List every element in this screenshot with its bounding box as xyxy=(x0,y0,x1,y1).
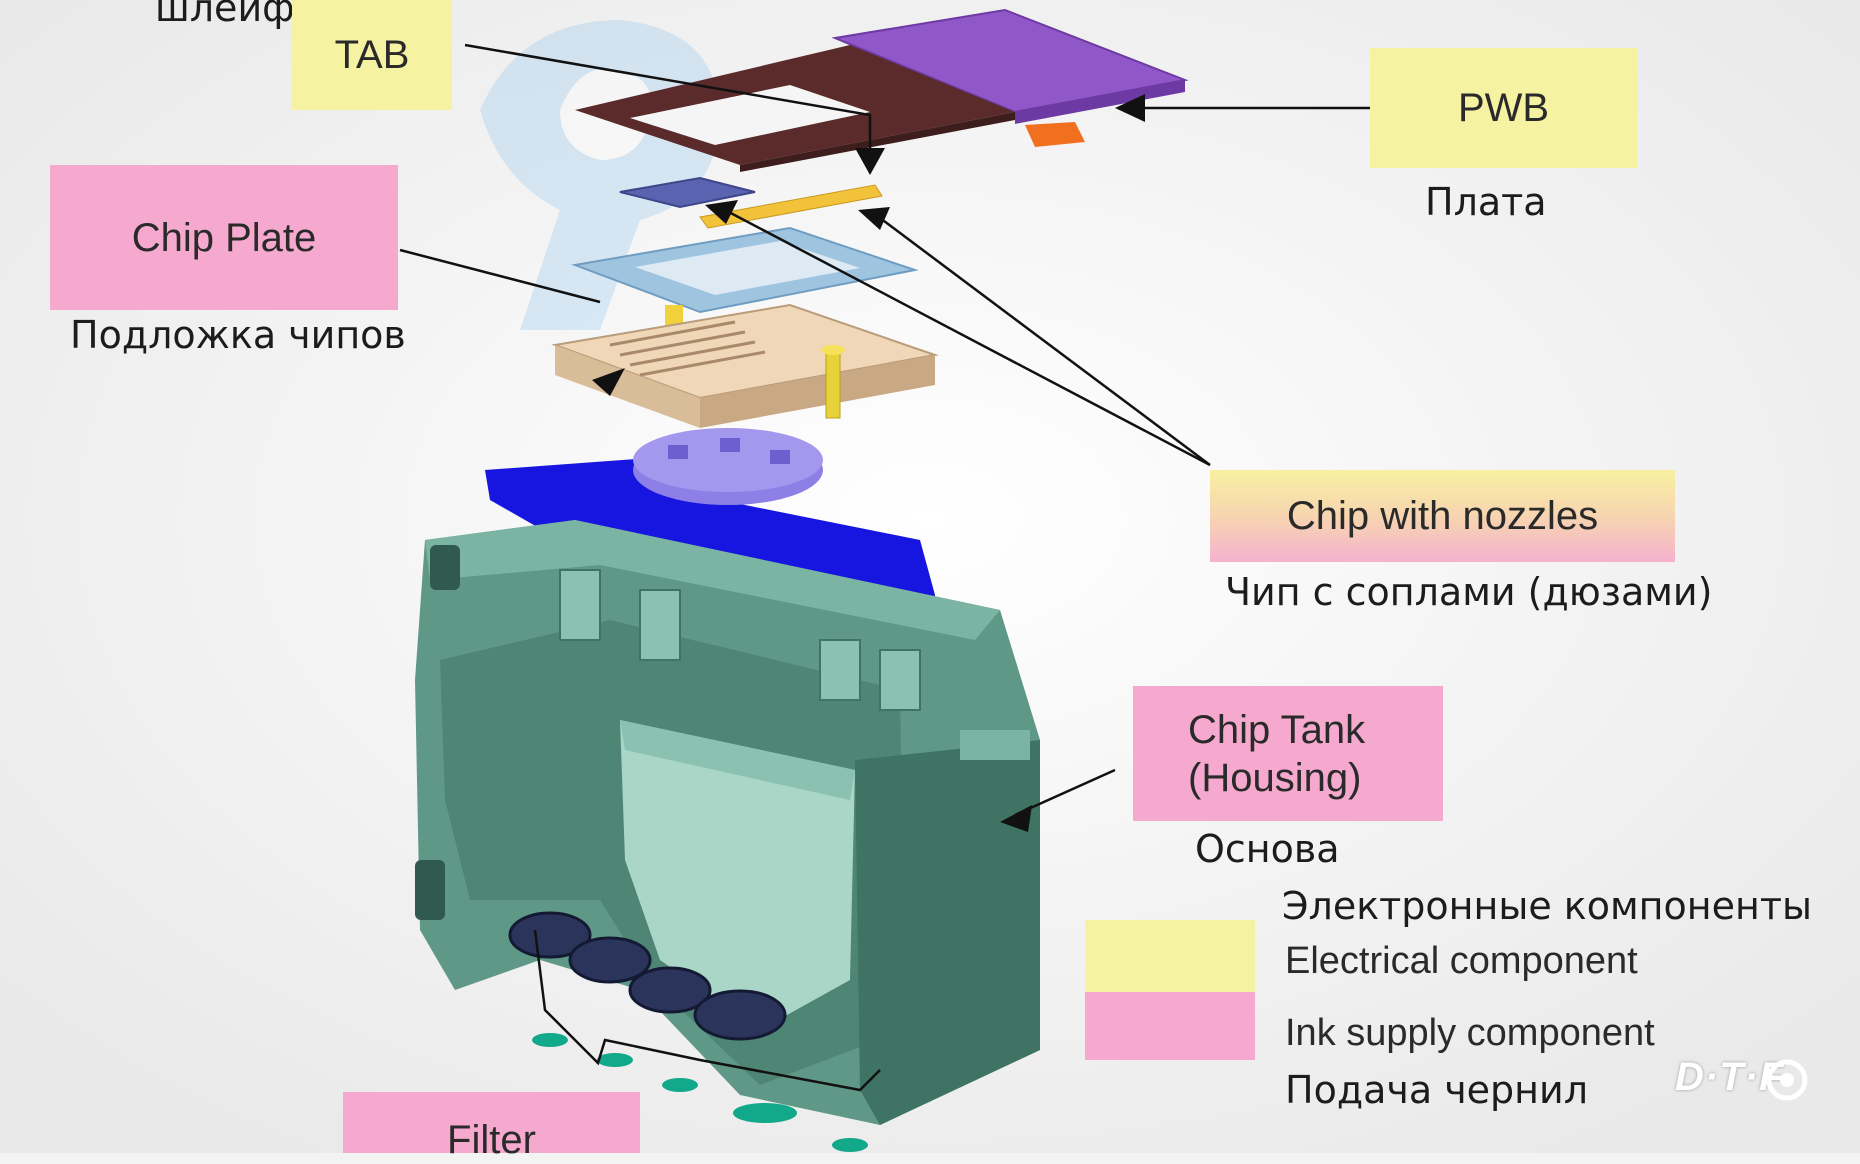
chip-plate-label: Chip Plate xyxy=(50,165,398,310)
filter-dots xyxy=(532,1033,868,1152)
dtf-watermark-text: D·T·F xyxy=(1675,1055,1785,1099)
nozzle-chip xyxy=(619,176,756,209)
legend-ink: Ink supply component xyxy=(1285,1012,1655,1054)
filter-label: Filter xyxy=(343,1092,640,1162)
legend-electrical: Electrical component xyxy=(1285,940,1638,982)
dtf-watermark: D·T·F xyxy=(1675,1055,1784,1100)
dtf-watermark-icon xyxy=(1766,1059,1808,1101)
tab-caption-ru: шлейф xyxy=(155,0,295,30)
chip-tank-label-line1: Chip Tank xyxy=(1188,707,1366,752)
chip-nozzles-caption-ru: Чип с соплами (дюзами) xyxy=(1225,570,1713,614)
nozzle-strip xyxy=(699,184,883,229)
legend-electrical-swatch xyxy=(1085,920,1255,992)
chip-nozzles-label: Chip with nozzles xyxy=(1210,470,1675,562)
chip-tank-label: Chip Tank (Housing) xyxy=(1133,686,1443,821)
legend-ink-swatch xyxy=(1085,992,1255,1060)
pwb-label: PWB xyxy=(1370,48,1637,168)
filter-rings xyxy=(508,911,787,1041)
chip-plate-caption-ru: Подложка чипов xyxy=(70,313,406,357)
pwb-caption-ru: Плата xyxy=(1425,180,1547,224)
legend-ink-ru: Подача чернил xyxy=(1285,1068,1588,1112)
tab-label: TAB xyxy=(292,0,452,110)
arrow-heads xyxy=(592,94,1145,832)
base-plate xyxy=(551,303,939,428)
chip-tank-housing xyxy=(415,520,1040,1125)
pwb-board xyxy=(831,8,1189,147)
filter-label-text: Filter xyxy=(447,1118,536,1162)
chip-tank-label-line2: (Housing) xyxy=(1188,755,1362,800)
leader-lines xyxy=(399,43,1375,1092)
chip-plate xyxy=(571,226,919,314)
chip-tank-caption-ru: Основа xyxy=(1195,827,1340,871)
tab-film xyxy=(575,45,1015,172)
legend-electrical-ru: Электронные компоненты xyxy=(1282,884,1812,928)
